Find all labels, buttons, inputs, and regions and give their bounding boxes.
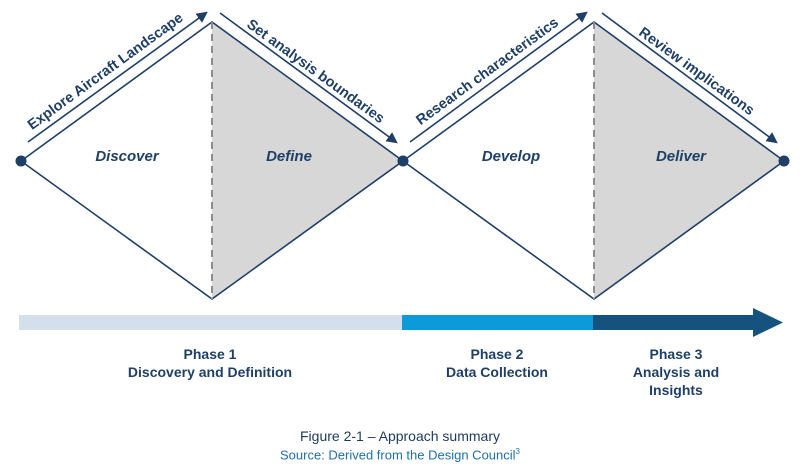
start-dot — [15, 155, 27, 167]
define-shaded-region — [212, 22, 403, 299]
deliver-shaded-region — [594, 22, 784, 299]
stage-label-discover: Discover — [95, 148, 160, 165]
phase-3-title: Phase 3 — [649, 346, 703, 362]
phase-1-title: Phase 1 — [183, 346, 237, 362]
phase-2-title: Phase 2 — [470, 346, 524, 362]
figure-source-text: Source: Derived from the Design Council — [279, 447, 516, 463]
phase1-bar — [19, 315, 402, 330]
timeline-arrowhead — [753, 308, 783, 337]
phase-2-subtitle: Data Collection — [446, 364, 548, 380]
figure-source-reference: 3 — [515, 447, 520, 456]
arrow-research — [409, 11, 588, 143]
stage-label-develop: Develop — [482, 148, 540, 165]
phase-3-subtitle-line-1: Analysis and — [632, 364, 720, 380]
figure-source: Source: Derived from the Design Council3 — [0, 447, 800, 462]
phase-3-label: Phase 3 Analysis and Insights — [586, 345, 766, 399]
phase-3-subtitle-line-2: Insights — [649, 382, 703, 398]
arrow-explore — [27, 11, 208, 143]
phase-1-subtitle: Discovery and Definition — [127, 364, 293, 380]
phase2-bar — [402, 315, 593, 330]
phase-1-label: Phase 1 Discovery and Definition — [80, 345, 340, 381]
phase3-bar — [593, 315, 753, 330]
arrow-review — [601, 12, 778, 144]
end-dot — [778, 155, 790, 167]
phase-2-label: Phase 2 Data Collection — [397, 345, 597, 381]
figure-caption: Figure 2-1 – Approach summary — [300, 428, 500, 444]
middle-dot — [397, 155, 409, 167]
arrow-label-research: Research characteristics — [413, 15, 561, 129]
arrow-boundaries — [219, 12, 398, 144]
arrow-label-explore: Explore Aircraft Landscape — [25, 10, 187, 133]
stage-label-deliver: Deliver — [656, 148, 707, 165]
stage-label-define: Define — [266, 148, 312, 165]
